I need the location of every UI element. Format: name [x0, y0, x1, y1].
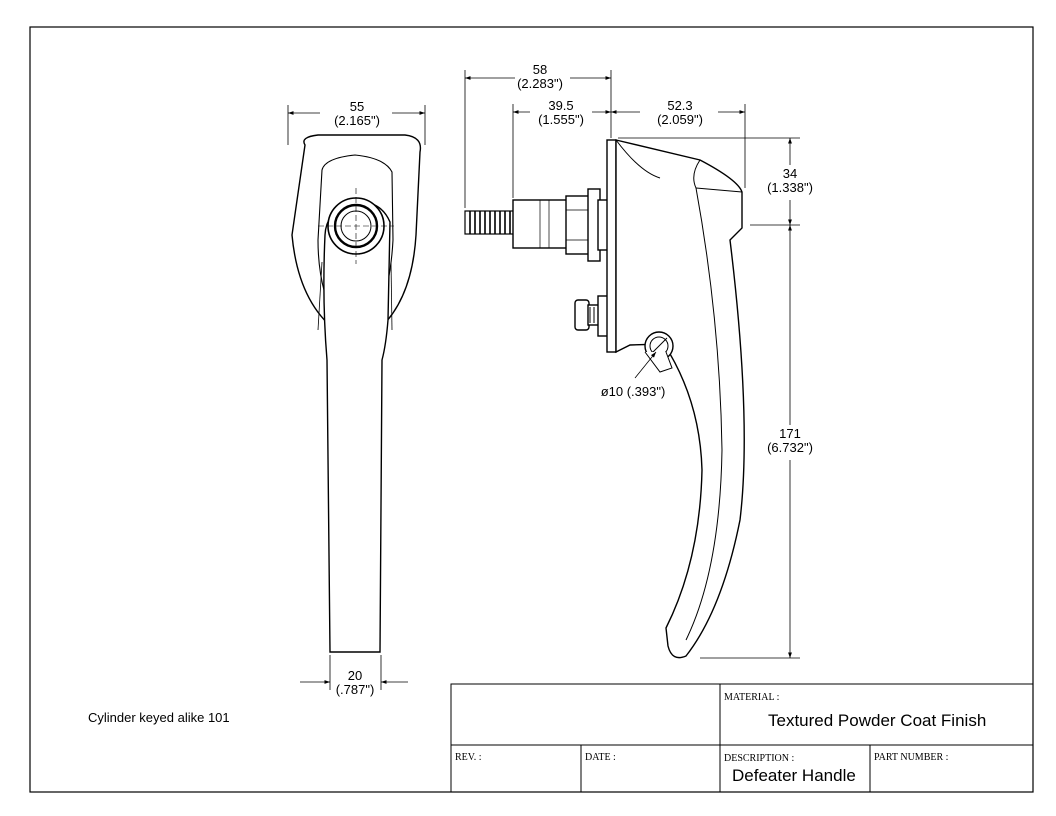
dim-head-height-mm: 34 — [783, 166, 797, 181]
date-label: DATE : — [585, 752, 616, 763]
front-view-handle — [291, 134, 422, 653]
dim-front-bottom-width-in: (.787") — [336, 682, 375, 697]
dimension-front-bottom-width — [300, 655, 408, 690]
material-label: MATERIAL : — [724, 692, 779, 703]
dim-stud-depth-mm: 39.5 — [548, 98, 573, 113]
dimension-side-vertical — [618, 137, 800, 659]
dim-overall-depth-mm: 58 — [533, 62, 547, 77]
dim-handle-depth-in: (2.059") — [657, 112, 703, 127]
dim-handle-depth-mm: 52.3 — [667, 98, 692, 113]
dim-front-bottom-width-mm: 20 — [348, 668, 362, 683]
dim-handle-length-in: (6.732") — [767, 440, 813, 455]
dim-cylinder-diameter: ø10 (.393") — [601, 384, 666, 399]
dim-head-height-in: (1.338") — [767, 180, 813, 195]
dim-front-width-mm: 55 — [350, 99, 364, 114]
dim-stud-depth-in: (1.555") — [538, 112, 584, 127]
description-value: Defeater Handle — [732, 766, 856, 785]
dimension-front-width — [287, 105, 426, 145]
part-number-label: PART NUMBER : — [874, 752, 948, 763]
dim-front-width-in: (2.165") — [334, 113, 380, 128]
dim-handle-length-mm: 171 — [779, 426, 801, 441]
title-block — [450, 683, 1034, 793]
dim-overall-depth-in: (2.283") — [517, 76, 563, 91]
cylinder-note: Cylinder keyed alike 101 — [88, 710, 230, 725]
description-label: DESCRIPTION : — [724, 753, 794, 764]
drawing-border — [29, 26, 1034, 793]
material-value: Textured Powder Coat Finish — [768, 711, 986, 730]
rev-label: REV. : — [455, 752, 482, 763]
cylinder-leader-line — [634, 351, 657, 379]
dimension-side-horizontal — [464, 70, 746, 208]
